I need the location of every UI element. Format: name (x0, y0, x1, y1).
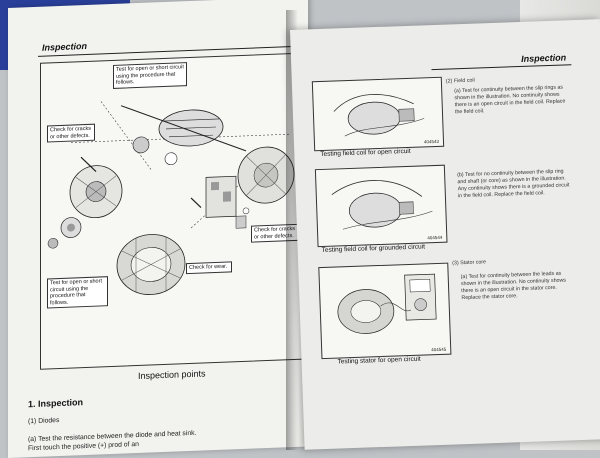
field-coil-heading: (2) Field coil (445, 77, 475, 85)
figure-number: 404544 (427, 234, 443, 241)
figure-caption-3: Testing stator for open circuit (337, 355, 421, 366)
figure-number: 404543 (423, 138, 440, 145)
right-page-header: Inspection (520, 52, 567, 64)
right-header-rule (431, 64, 572, 71)
right-page: Inspection 404543 Testing field coil for… (290, 19, 600, 450)
callout-rotor: Test for open or short circuit using the… (113, 62, 187, 89)
stator-open-illustration (337, 273, 437, 334)
figure-number: 404545 (431, 346, 447, 353)
left-page-header: Inspection (42, 40, 88, 53)
rotor-illustration (120, 105, 247, 152)
figure-stator-open: 404545 (318, 262, 452, 360)
callout-brush: Check for wear. (186, 261, 232, 274)
front-housing-illustration (69, 165, 123, 219)
field-coil-ground-illustration (331, 180, 433, 230)
callout-front-housing: Check for cracks or other defects. (47, 123, 95, 143)
stator-step-a: (a) Test for continuity between the lead… (460, 270, 567, 302)
field-coil-step-b: (b) Test for no continuity between the s… (457, 168, 570, 200)
rectifier-illustration (205, 175, 237, 218)
callout-stator: Test for open or short circuit using the… (47, 276, 108, 309)
subsection-title: (1) Diodes (28, 417, 60, 426)
field-coil-open-illustration (333, 94, 425, 137)
alternator-exploded-diagram (47, 101, 295, 295)
rear-housing-illustration (237, 146, 295, 204)
field-coil-step-a: (a) Test for continuity between the slip… (454, 84, 566, 116)
inspection-diagram-frame: Test for open or short circuit using the… (40, 52, 304, 370)
figure-caption: Inspection points (138, 368, 206, 382)
left-page: Inspection (8, 0, 308, 458)
section-title: 1. Inspection (28, 397, 84, 410)
figure-field-coil-open: 404543 (311, 76, 445, 152)
stator-heading: (3) Stator core (452, 259, 487, 267)
stator-illustration (116, 234, 186, 295)
figure-field-coil-ground: 404544 (314, 164, 448, 248)
